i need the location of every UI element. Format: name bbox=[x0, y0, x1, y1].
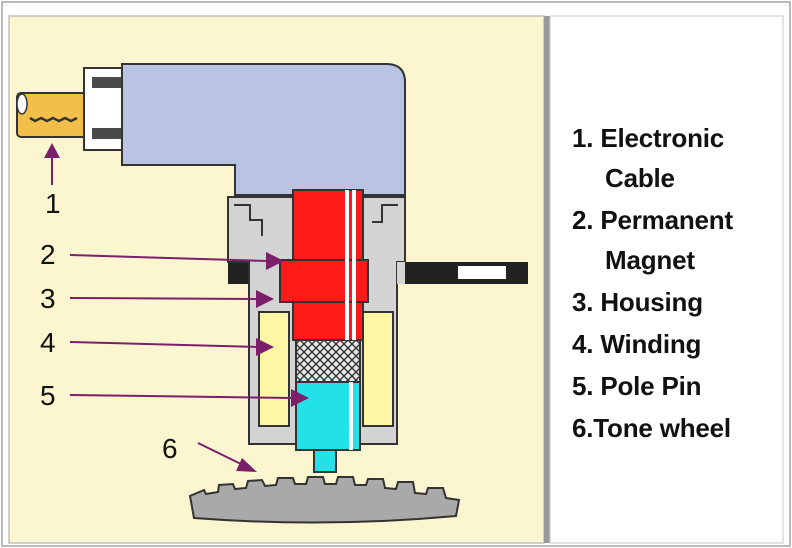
legend-number: 2. bbox=[572, 205, 594, 235]
legend-item-permanent-magnet: 2. Permanent Magnet bbox=[572, 200, 787, 280]
legend-item-housing: 3. Housing bbox=[572, 282, 787, 322]
legend-number: 4. bbox=[572, 329, 594, 359]
marker-1: 1 bbox=[45, 188, 61, 219]
legend-label: Electronic bbox=[600, 123, 725, 153]
permanent-magnet bbox=[279, 189, 369, 341]
legend-label: Winding bbox=[600, 329, 702, 359]
legend-number: 3. bbox=[572, 287, 594, 317]
legend-item-electronic-cable: 1. Electronic Cable bbox=[572, 118, 787, 198]
legend-label: Tone wheel bbox=[593, 413, 731, 443]
legend: 1. Electronic Cable 2. Permanent Magnet … bbox=[572, 118, 787, 450]
legend-label-continued: Magnet bbox=[605, 245, 695, 275]
winding bbox=[258, 311, 394, 427]
legend-label: Permanent bbox=[600, 205, 733, 235]
callout-arrows bbox=[44, 143, 309, 472]
marker-6: 6 bbox=[162, 433, 178, 464]
pole-pin bbox=[295, 381, 361, 473]
tone-wheel bbox=[188, 476, 461, 524]
legend-item-pole-pin: 5. Pole Pin bbox=[572, 366, 787, 406]
legend-number: 6. bbox=[572, 413, 594, 443]
marker-2: 2 bbox=[40, 239, 56, 270]
legend-number: 5. bbox=[572, 371, 594, 401]
marker-4: 4 bbox=[40, 327, 56, 358]
legend-panel bbox=[549, 15, 784, 544]
marker-3: 3 bbox=[40, 283, 56, 314]
legend-label: Pole Pin bbox=[600, 371, 702, 401]
electronic-cable bbox=[16, 67, 123, 151]
legend-item-tone-wheel: 6.Tone wheel bbox=[572, 408, 787, 448]
panel-divider bbox=[544, 16, 550, 543]
marker-5: 5 bbox=[40, 380, 56, 411]
legend-number: 1. bbox=[572, 123, 594, 153]
legend-label: Housing bbox=[600, 287, 703, 317]
legend-item-winding: 4. Winding bbox=[572, 324, 787, 364]
connector-cap bbox=[121, 63, 406, 196]
legend-label-continued: Cable bbox=[605, 163, 675, 193]
